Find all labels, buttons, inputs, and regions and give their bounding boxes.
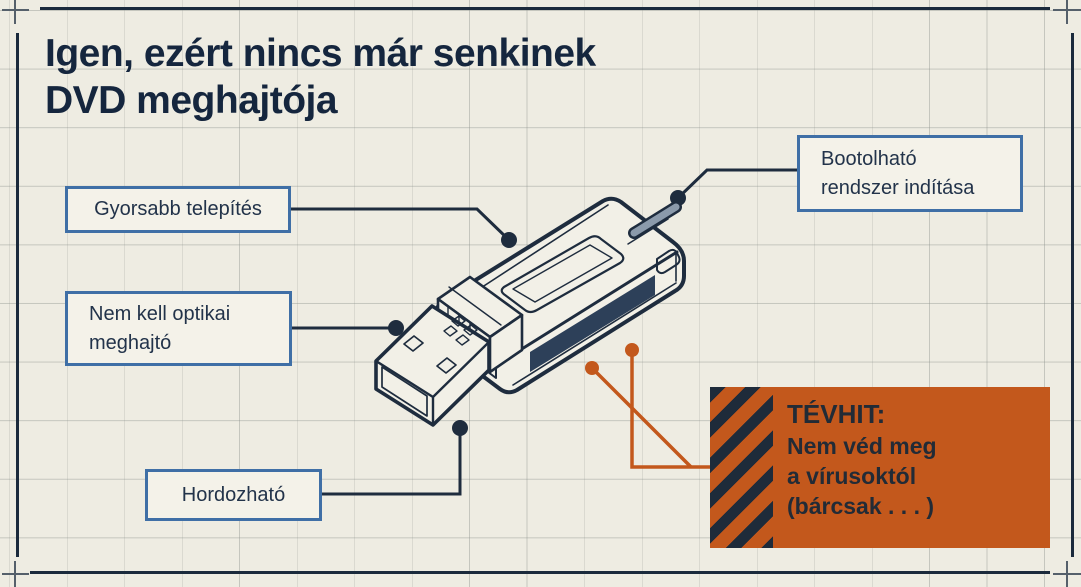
callout-bootable: Bootolható rendszer indítása xyxy=(797,135,1023,212)
warning-line-diagonal xyxy=(590,366,693,469)
usb-side-stripe xyxy=(530,275,655,372)
frame-bottom-line xyxy=(30,571,1050,574)
warning-title: TÉVHIT: xyxy=(787,399,886,429)
warning-dot-2 xyxy=(585,361,599,375)
frame-left-line xyxy=(16,33,19,557)
warning-line-3: (bárcsak . . . ) xyxy=(787,493,935,519)
usb-slider-fill xyxy=(630,203,680,237)
warning-line-1: Nem véd meg xyxy=(787,433,937,459)
callout-no-optical-drive: Nem kell optikai meghajtó xyxy=(65,291,292,366)
dot-portable xyxy=(452,420,468,436)
connector-line-portable xyxy=(321,428,462,496)
callout-faster-install-label: Gyorsabb telepítés xyxy=(94,198,262,220)
frame-top-line xyxy=(40,7,1050,10)
connector-line-bootable xyxy=(676,168,797,200)
usb-ridge-line xyxy=(507,250,679,359)
hazard-stripes-icon xyxy=(710,387,773,548)
usb-label-recess xyxy=(500,235,625,314)
usb-inner-line-bottom xyxy=(512,282,677,386)
warning-text: TÉVHIT: Nem véd meg a vírusoktól (bárcsa… xyxy=(787,398,937,521)
usb-connector-holes xyxy=(403,335,457,374)
warning-connector-lines xyxy=(590,350,712,469)
warning-line-vertical xyxy=(630,350,712,469)
usb-collar-top-line xyxy=(448,286,502,326)
warning-box: TÉVHIT: Nem véd meg a vírusoktól (bárcsa… xyxy=(710,387,1050,548)
usb-slider-groove xyxy=(627,218,669,245)
usb-label-recess-inner xyxy=(512,244,613,303)
callout-portable: Hordozható xyxy=(145,469,322,521)
crosshair-top-right-v xyxy=(1066,0,1068,24)
page-title-line-2: DVD meghajtója xyxy=(45,79,338,122)
usb-lanyard-hole xyxy=(656,248,681,275)
usb-connector-edges xyxy=(374,340,491,427)
page-title: Igen, ezért nincs már senkinek DVD megha… xyxy=(45,30,596,124)
page-title-line-1: Igen, ezért nincs már senkinek xyxy=(45,32,596,75)
usb-flash-drive xyxy=(374,196,686,427)
crosshair-bottom-right-v xyxy=(1066,561,1068,587)
usb-connector-pads xyxy=(443,315,478,346)
crosshair-top-left-v xyxy=(14,0,16,24)
warning-dot-1 xyxy=(625,343,639,357)
callout-portable-label: Hordozható xyxy=(181,483,286,506)
frame-right-line xyxy=(1071,33,1074,557)
usb-connector-lip xyxy=(381,366,428,417)
dot-no-optical xyxy=(388,320,404,336)
callout-no-optical-line-2: meghajtó xyxy=(89,331,172,354)
callout-bootable-line-2: rendszer indítása xyxy=(821,176,975,199)
callout-no-optical-line-1: Nem kell optikai xyxy=(89,302,231,325)
warning-line-2: a vírusoktól xyxy=(787,463,917,489)
warning-dots xyxy=(585,343,639,375)
callout-connector-lines xyxy=(291,168,797,496)
dot-faster-install xyxy=(501,232,517,248)
callout-faster-install: Gyorsabb telepítés xyxy=(65,186,291,233)
connector-line-faster-install xyxy=(291,207,511,242)
usb-connector xyxy=(374,304,491,427)
crosshair-bottom-left-v xyxy=(14,561,16,587)
callout-bootable-line-1: Bootolható xyxy=(821,147,917,170)
